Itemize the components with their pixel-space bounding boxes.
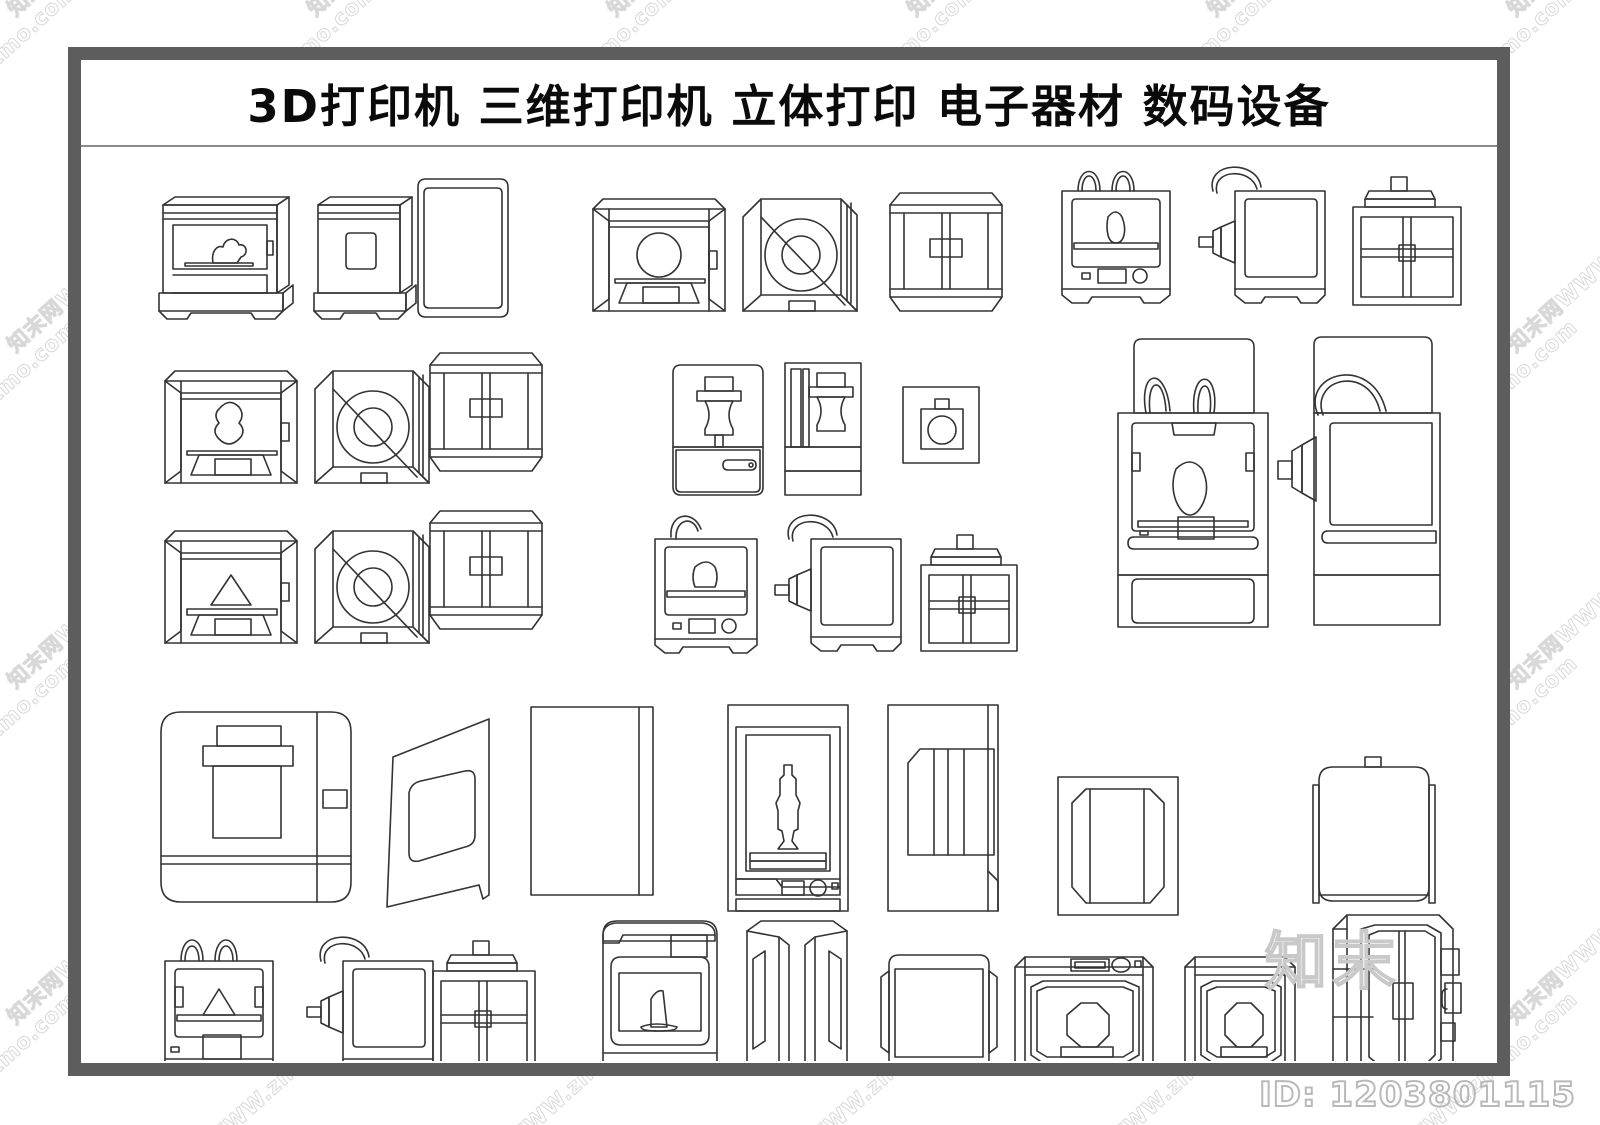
dual-extruder-printer-front [1062,172,1170,304]
capsule-printer-front [603,921,717,1061]
enclosed-printer-back-b [430,511,542,629]
drawing-sheet-frame: 3D打印机 三维打印机 立体打印 电子器材 数码设备 [68,47,1510,1076]
frame-printer-back [890,193,1002,311]
enclosed-printer-front-b [165,531,297,643]
tilted-panel-door [387,719,489,907]
drawing-id-label: ID: 1203801115 [1258,1074,1576,1116]
desktop-printer-front-duck [159,197,293,319]
enclosed-printer-spool-side [315,371,429,483]
dual-extruder-printer-top-b [433,941,535,1061]
resin-vat-top [903,387,979,463]
sla-printer-front [673,365,763,495]
boxed-printer-front-small [1185,957,1295,1061]
compact-printer-front [655,516,757,653]
watermark-text: 知末网WWW.znzmo.com [1500,0,1600,22]
page-title: 3D打印机 三维打印机 立体打印 电子器材 数码设备 [247,80,1331,133]
large-cabinet-printer-front [161,712,351,902]
watermark-text: 知末网WWW.znzmo.com [300,0,534,22]
watermark-text: 知末网WWW.znzmo.com [900,0,1134,22]
filament-spool-side [743,199,857,311]
drawing-canvas [81,145,1497,1063]
dual-extruder-printer-side-b [307,937,433,1061]
plain-cabinet-panel [531,707,653,895]
tall-printer-side [1278,337,1440,625]
desktop-printer-side [314,197,416,319]
compact-printer-top [921,535,1017,651]
tall-printer-front [1118,339,1268,627]
watermark-text: 知末网WWW.znzmo.com [1502,482,1600,693]
title-bar: 3D打印机 三维打印机 立体打印 电子器材 数码设备 [81,60,1497,147]
rounded-cabinet-top [1313,757,1435,903]
watermark-text: 知末网WWW.znzmo.com [1502,818,1600,1029]
enclosed-printer-front [165,371,297,483]
capsule-printer-side [747,921,847,1061]
capsule-printer-top [881,955,997,1061]
watermark-text: 知末网WWW.znzmo.com [1502,146,1600,357]
enclosed-printer-back [430,353,542,471]
boxed-printer-side [1333,915,1461,1061]
dual-extruder-printer-side [1199,167,1325,303]
dual-extruder-printer-front-b [165,940,273,1061]
watermark-text: 知末网WWW.znzmo.com [0,0,234,22]
dual-extruder-printer-top [1353,177,1461,305]
industrial-printer-side [888,705,998,911]
boxed-printer-front [1015,957,1153,1061]
compact-printer-side [775,515,901,651]
watermark-text: 知末网WWW.znzmo.com [600,0,834,22]
sla-printer-side [785,363,861,495]
printer-panel-view [418,179,508,317]
frame-printer-front [593,199,725,311]
watermark-text: 知末网WWW.znzmo.com [1200,0,1434,22]
cad-linework [81,145,1497,1061]
enclosed-printer-spool-side-b [315,531,429,643]
octagon-module-front [1058,777,1178,915]
industrial-printer-front [728,705,848,911]
